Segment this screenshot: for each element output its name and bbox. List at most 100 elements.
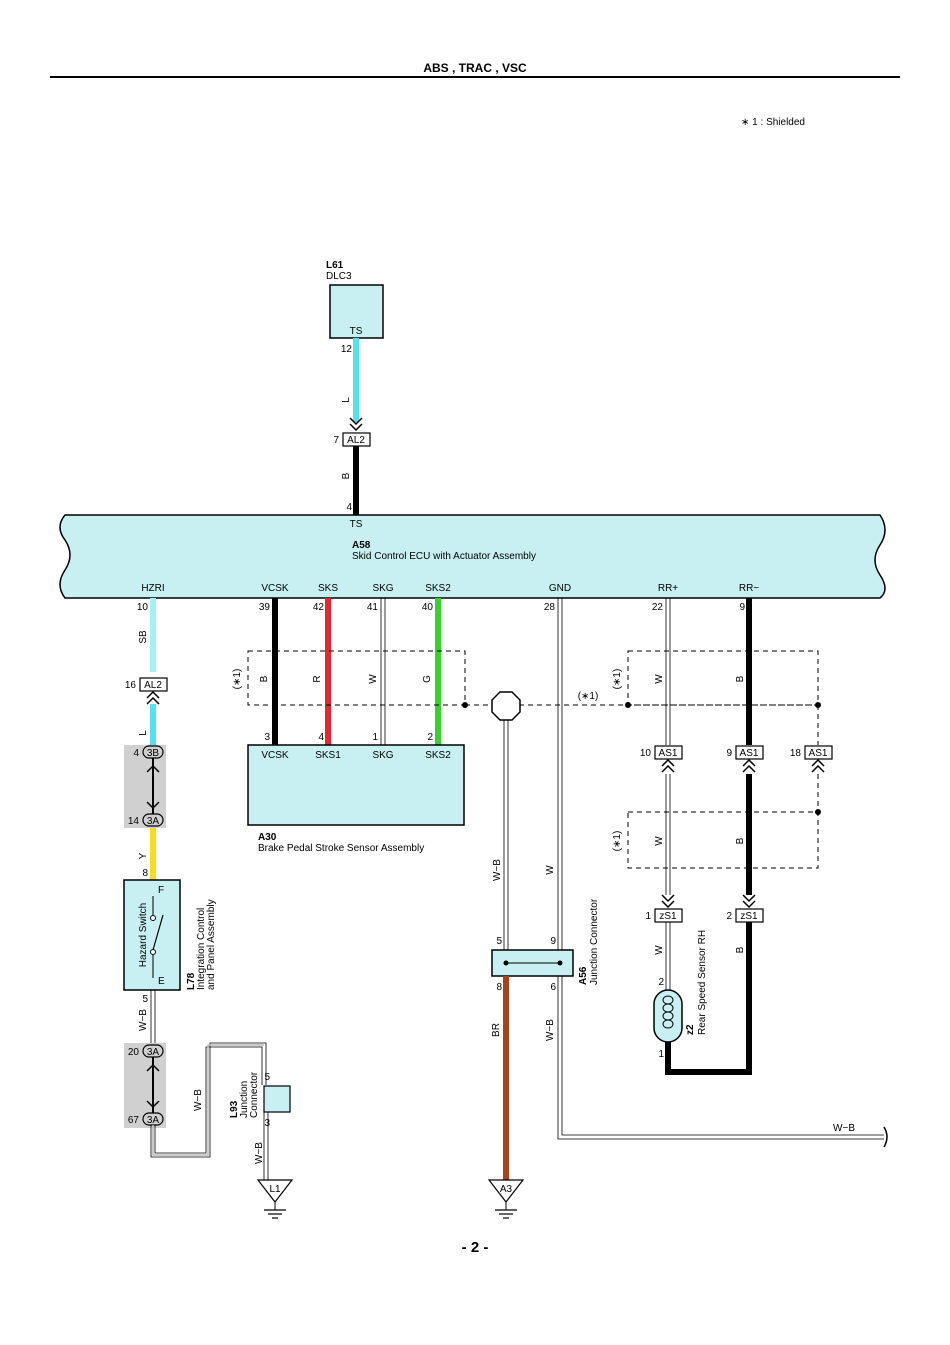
- ecu-terminal-gnd: GND: [549, 583, 571, 594]
- ground-l1-label: L1: [269, 1184, 281, 1195]
- connector-chevron: [349, 423, 363, 432]
- connector-chevron: [146, 764, 160, 773]
- wire-label: W: [368, 674, 379, 684]
- wire-label: W−B: [545, 1019, 556, 1041]
- wire-label: W: [654, 836, 665, 846]
- stroke-sensor-name: Brake Pedal Stroke Sensor Assembly: [258, 843, 424, 854]
- ecu-terminal-vcsk: VCSK: [261, 583, 289, 594]
- wire-label: W−B: [492, 859, 503, 881]
- rear-speed-sensor-icon: [653, 989, 683, 1043]
- ecu-pin: 40: [422, 602, 434, 613]
- connector-code: AS1: [659, 748, 678, 759]
- shield-mark: (∗1): [612, 669, 623, 690]
- sensor-terminal: SKG: [372, 750, 393, 761]
- ecu-pin: 22: [652, 602, 664, 613]
- l93-name-line1: Junction: [239, 1081, 250, 1118]
- dlc3-pin: 12: [341, 344, 353, 355]
- connector-code: 3A: [147, 1047, 160, 1058]
- splice-dot: [625, 702, 631, 708]
- a56-pin: 9: [550, 936, 556, 947]
- ground-l1-icon: [256, 1179, 294, 1203]
- wire-out-wb: [557, 976, 884, 1140]
- wire-label: G: [422, 675, 433, 683]
- sensor-pin: 3: [264, 732, 270, 743]
- connector-chevron: [742, 894, 756, 903]
- wire-l93-wb: [154, 1046, 263, 1154]
- hazard-pin-bottom: 5: [142, 994, 148, 1005]
- wire-label: W−B: [193, 1089, 204, 1111]
- sensor-pin: 1: [372, 732, 378, 743]
- a56-pin: 8: [496, 982, 502, 993]
- ground-a3-icon: [487, 1179, 525, 1203]
- wire-rr-minus: [665, 922, 752, 1075]
- wire-l93-wb: [150, 1042, 267, 1158]
- sensor-pin: 4: [318, 732, 324, 743]
- hazard-switch-label: Hazard Switch: [138, 903, 149, 967]
- l93-pin-top: 5: [264, 1072, 270, 1083]
- page-title: ABS , TRAC , VSC: [423, 61, 527, 75]
- wire-label: B: [735, 837, 746, 844]
- connector-3a-14: [142, 813, 164, 827]
- l93-ref: L93: [229, 1100, 240, 1118]
- wire-label: W: [545, 865, 556, 875]
- wire-label: B: [259, 675, 270, 682]
- rear-sensor-ref: z2: [685, 1024, 696, 1035]
- ecu-terminal-sks: SKS: [318, 583, 338, 594]
- hazard-name-line2: and Panel Assembly: [206, 899, 217, 990]
- splice-dot: [557, 960, 563, 966]
- a56-name: Junction Connector: [589, 898, 600, 985]
- shield-mark: (∗1): [232, 669, 243, 690]
- wire-label: BR: [491, 1023, 502, 1037]
- shield-note: ∗ 1 : Shielded: [741, 117, 805, 128]
- rear-sensor-pin: 1: [658, 1049, 664, 1060]
- wire-label: W: [654, 945, 665, 955]
- sensor-pin: 2: [427, 732, 433, 743]
- sensor-terminal: VCSK: [261, 750, 289, 761]
- connector-code: AS1: [740, 748, 759, 759]
- connector-pin: 4: [133, 748, 139, 759]
- ecu-ref: A58: [352, 540, 371, 551]
- ecu-name: Skid Control ECU with Actuator Assembly: [352, 551, 536, 562]
- wire-out-wb: [561, 976, 884, 1136]
- connector-chevron: [742, 900, 756, 909]
- l93-junction-box: [263, 1085, 291, 1113]
- hazard-term-f: F: [158, 885, 164, 896]
- connector-code: 3B: [147, 748, 160, 759]
- page-number: - 2 -: [462, 1239, 489, 1256]
- sensor-terminal: SKS2: [425, 750, 451, 761]
- connector-al2-left: [139, 677, 168, 692]
- connector-chevron: [661, 764, 675, 773]
- ecu-terminal-rr-plus: RR+: [658, 583, 678, 594]
- ecu-pin: 10: [137, 602, 149, 613]
- connector-chevron: [146, 1100, 160, 1109]
- ecu-terminal-rr-minus: RR−: [739, 583, 759, 594]
- connector-code: AL2: [347, 435, 365, 446]
- switch-blade-icon: [152, 914, 164, 951]
- connector-pin: 16: [125, 680, 137, 691]
- rear-sensor-name: Rear Speed Sensor RH: [697, 930, 708, 1035]
- shield-mark: (∗1): [578, 691, 599, 702]
- connector-chevron: [146, 696, 160, 705]
- connector-zs1-1: [654, 908, 683, 923]
- connector-pin: 14: [128, 816, 140, 827]
- switch-contact-icon: [150, 949, 156, 955]
- connector-pin: 20: [128, 1047, 140, 1058]
- ecu-pin: 39: [259, 602, 271, 613]
- wire-label: L: [138, 730, 149, 736]
- dlc3-ref: L61: [326, 260, 344, 271]
- connector-code: 3A: [147, 1115, 160, 1126]
- a56-ref: A56: [578, 966, 589, 985]
- ecu-terminal-skg: SKG: [372, 583, 393, 594]
- switch-contact-icon: [150, 915, 156, 921]
- connector-as1-9: [735, 745, 764, 760]
- connector-pin: 10: [640, 748, 652, 759]
- wire-break-icon: [883, 1126, 888, 1148]
- ecu-box: [59, 514, 886, 599]
- ecu-top-terminal: TS: [350, 519, 363, 530]
- splice-dot: [462, 702, 468, 708]
- wire-label: W−B: [138, 1009, 149, 1031]
- connector-chevron: [742, 764, 756, 773]
- connector-pin: 2: [726, 911, 732, 922]
- ecu-terminal-sks2: SKS2: [425, 583, 451, 594]
- connector-code: AS1: [809, 748, 828, 759]
